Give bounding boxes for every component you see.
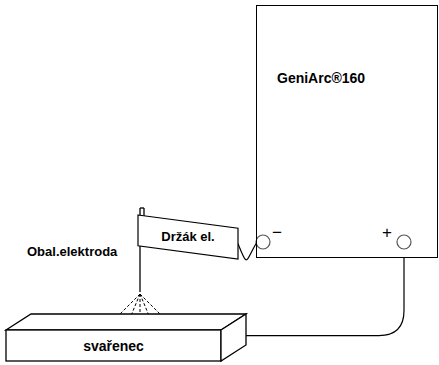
workpiece: svařenec [6,314,246,362]
plus-terminal [397,235,411,249]
cable [238,242,257,260]
part-label: Obal.elektroda [27,244,117,259]
minus-terminal [256,235,270,249]
terminal-sign: + [382,223,392,243]
node-label: GeniArc®160 [277,70,365,86]
welding-machine: GeniArc®160 [256,5,438,258]
terminal-sign: − [272,223,282,243]
electrode-holder: Držák el. [138,215,238,259]
node-label: svařenec [83,338,144,354]
cable [246,258,404,336]
node-label: Držák el. [161,229,214,244]
